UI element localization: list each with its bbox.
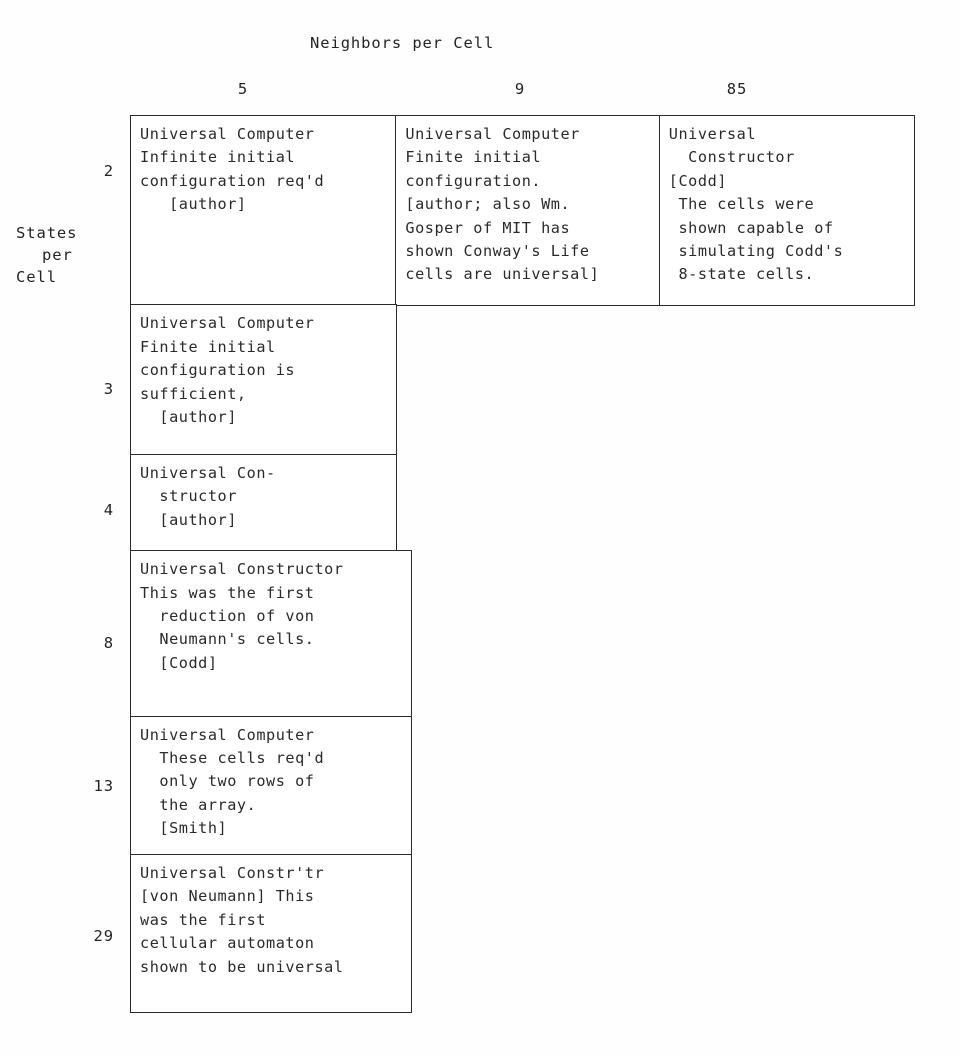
- matrix-cell-2-5[interactable]: Universal Computer Infinite initial conf…: [130, 115, 397, 306]
- side-axis-title-line-2: Cell: [16, 268, 57, 286]
- row-header-0: 2: [103, 162, 114, 180]
- row-header-1: 3: [103, 380, 114, 398]
- side-axis-title-line-1: per: [42, 246, 73, 264]
- matrix-cell-8-5-text: Universal Constructor This was the first…: [140, 560, 344, 672]
- column-header-0: 5: [237, 80, 249, 98]
- row-header-4: 13: [93, 777, 114, 795]
- top-axis-title: Neighbors per Cell: [310, 34, 495, 52]
- matrix-cell-29-5-text: Universal Constr'tr [von Neumann] This w…: [140, 864, 344, 976]
- side-axis-title: States per Cell: [14, 222, 106, 288]
- matrix-cell-4-5-text: Universal Con- structor [author]: [140, 463, 276, 529]
- matrix-cell-2-9[interactable]: Universal Computer Finite initial config…: [395, 115, 661, 306]
- row-header-3: 8: [103, 634, 114, 652]
- column-header-1: 9: [514, 80, 526, 98]
- side-axis-title-line-0: States: [16, 224, 78, 242]
- matrix-cell-29-5[interactable]: Universal Constr'tr [von Neumann] This w…: [130, 854, 412, 1013]
- matrix-cell-2-5-text: Universal Computer Infinite initial conf…: [140, 125, 325, 214]
- column-header-2: 85: [726, 80, 748, 98]
- matrix-cell-2-85-text: Universal Constructor [Codd] The cells w…: [668, 125, 844, 284]
- matrix-cell-8-5[interactable]: Universal Constructor This was the first…: [130, 550, 412, 718]
- matrix-cell-2-9-text: Universal Computer Finite initial config…: [405, 125, 600, 284]
- matrix-cell-2-85[interactable]: Universal Constructor [Codd] The cells w…: [658, 115, 915, 306]
- matrix-cell-13-5[interactable]: Universal Computer These cells req'd onl…: [130, 715, 412, 856]
- matrix-cell-4-5[interactable]: Universal Con- structor [author]: [130, 453, 397, 552]
- matrix-cell-3-5[interactable]: Universal Computer Finite initial config…: [130, 304, 397, 456]
- row-header-2: 4: [103, 501, 114, 519]
- matrix-cell-3-5-text: Universal Computer Finite initial config…: [140, 314, 315, 427]
- row-header-5: 29: [93, 927, 114, 945]
- matrix-cell-13-5-text: Universal Computer These cells req'd onl…: [140, 725, 325, 838]
